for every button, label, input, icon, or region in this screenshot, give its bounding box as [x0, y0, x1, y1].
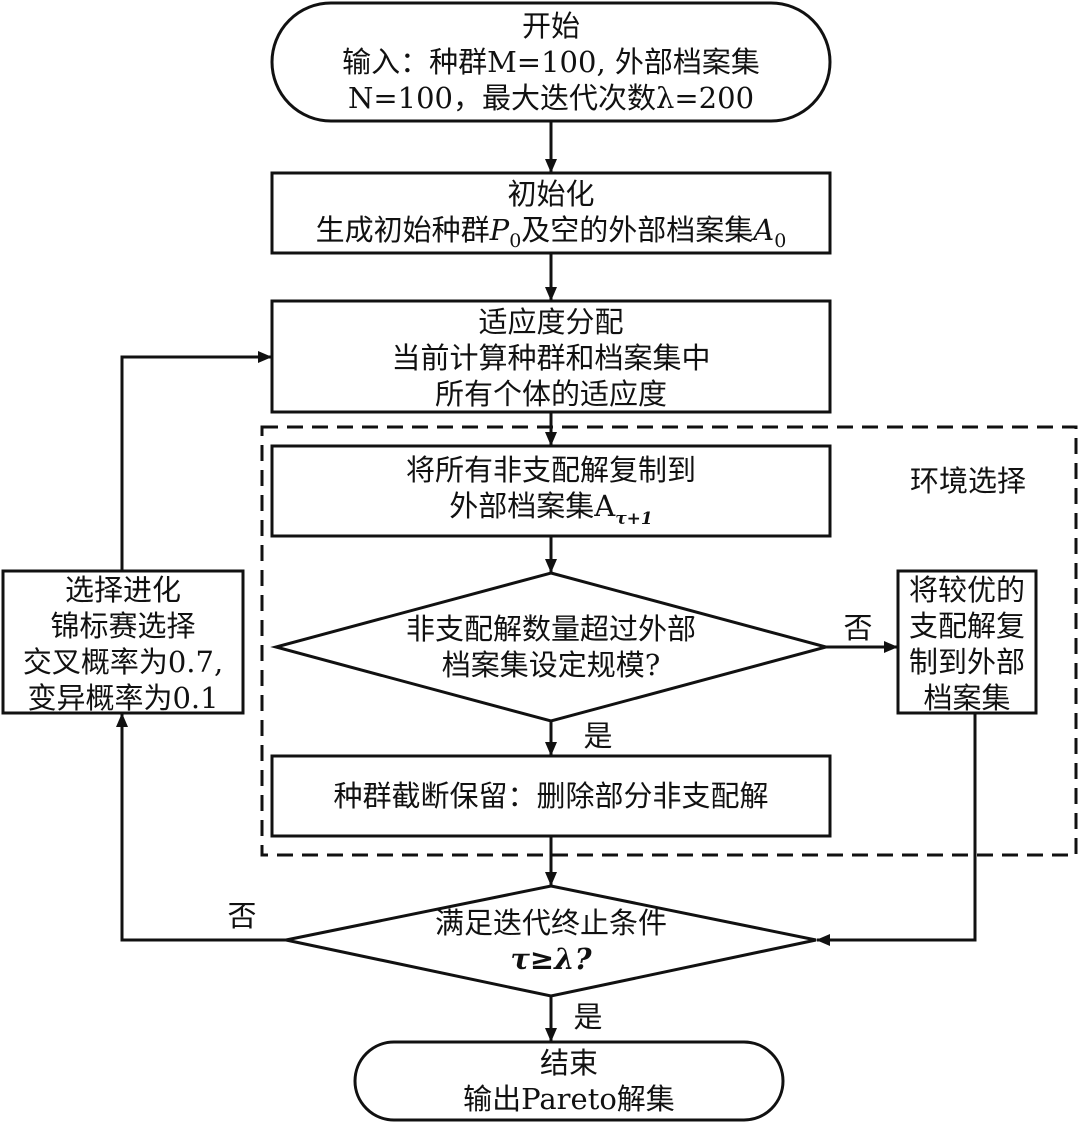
- start-title: 开始: [521, 9, 580, 43]
- better-copy-box-text: 将较优的 支配解复 制到外部 档案集: [898, 572, 1036, 716]
- copy-box-text: 将所有非支配解复制到 外部档案集Aτ+1: [272, 452, 830, 537]
- decision1-no-label: 否: [843, 611, 873, 645]
- environment-selection-label: 环境选择: [909, 464, 1026, 498]
- evolve-line1: 选择进化: [64, 573, 181, 607]
- decision1-yes-label: 是: [583, 719, 613, 753]
- arrow-better-to-termination: [816, 713, 977, 946]
- arrow-evolve-to-fitness: [120, 351, 272, 571]
- environment-selection-region: [260, 425, 1078, 857]
- arrow-termination-no-to-evolve: [116, 713, 286, 942]
- decision1-line1: 非支配解数量超过外部: [405, 612, 696, 646]
- decision-archive-size-text: 非支配解数量超过外部 档案集设定规模?: [346, 611, 756, 683]
- copy-line1: 将所有非支配解复制到: [405, 453, 696, 487]
- better-line4: 档案集: [923, 681, 1011, 715]
- end-terminal: [353, 1040, 785, 1122]
- better-line2: 支配解复: [908, 609, 1025, 643]
- evolve-line2: 锦标赛选择: [50, 609, 196, 643]
- better-line1: 将较优的: [908, 573, 1025, 607]
- start-terminal-text: 开始 输入：种群M=100, 外部档案集 N=100，最大迭代次数λ=200: [272, 8, 830, 116]
- end-terminal-text: 结束 输出Pareto解集: [355, 1045, 783, 1117]
- evolve-line4: 变异概率为0.1: [27, 681, 219, 715]
- better-copy-box: [896, 569, 1038, 715]
- decision2-no-label: 否: [227, 899, 257, 933]
- fitness-title: 适应度分配: [478, 305, 624, 339]
- init-box-text: 初始化 生成初始种群P0及空的外部档案集A0: [272, 176, 830, 259]
- decision2-line2: τ≥λ?: [510, 942, 592, 976]
- fitness-box-text: 适应度分配 当前计算种群和档案集中 所有个体的适应度: [272, 304, 830, 412]
- decision1-line2: 档案集设定规模?: [441, 648, 661, 682]
- init-description: 生成初始种群P0及空的外部档案集A0: [315, 213, 787, 252]
- fitness-line3: 所有个体的适应度: [434, 377, 667, 411]
- evolve-line3: 交叉概率为0.7,: [22, 645, 224, 679]
- copy-line2: 外部档案集Aτ+1: [449, 489, 653, 529]
- decision-termination-text: 满足迭代终止条件 τ≥λ?: [371, 905, 731, 977]
- decision2-line1: 满足迭代终止条件: [434, 906, 667, 940]
- decision2-yes-label: 是: [573, 1000, 603, 1034]
- start-input-line: 输入：种群M=100, 外部档案集: [342, 45, 760, 79]
- fitness-line2: 当前计算种群和档案集中: [391, 341, 711, 375]
- start-params-line: N=100，最大迭代次数λ=200: [347, 81, 755, 115]
- init-title: 初始化: [507, 177, 595, 211]
- evolution-box-text: 选择进化 锦标赛选择 交叉概率为0.7, 变异概率为0.1: [3, 572, 243, 716]
- better-line3: 制到外部: [908, 645, 1025, 679]
- end-title: 结束: [539, 1046, 598, 1080]
- end-output-line: 输出Pareto解集: [463, 1082, 675, 1116]
- truncation-box-text: 种群截断保留：删除部分非支配解: [333, 779, 769, 813]
